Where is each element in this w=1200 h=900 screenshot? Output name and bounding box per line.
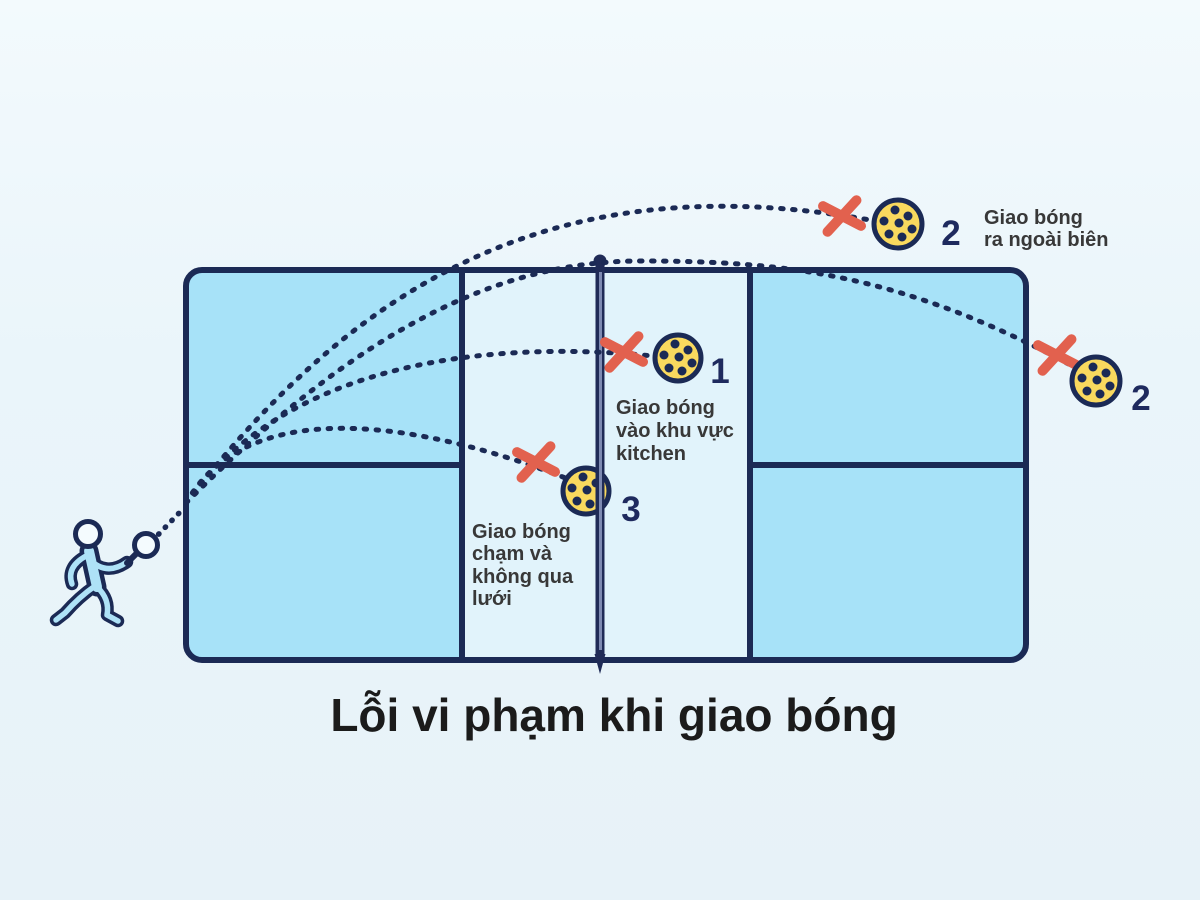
fault-number-kitchen: 1 <box>710 352 729 391</box>
fault-x-icon-out-top <box>818 195 866 237</box>
player-leg-left <box>53 583 98 623</box>
paddle-handle <box>124 550 140 566</box>
fault-label-line: chạm và <box>472 543 553 565</box>
player-leg-right <box>94 584 121 624</box>
fault-number-out-right: 2 <box>1131 379 1150 418</box>
fault-label-line: vào khu vực <box>616 420 734 442</box>
pickleball-icon-out-right <box>1069 354 1123 408</box>
ball-dots <box>879 205 917 242</box>
court-border <box>183 267 1029 663</box>
pickleball-icon-kitchen <box>652 332 704 384</box>
paddle-icon <box>132 531 160 559</box>
diagram-title: Lỗi vi phạm khi giao bóng <box>330 689 897 741</box>
serve-trajectory-out-top <box>183 203 873 506</box>
fault-x-icon-kitchen <box>600 331 648 373</box>
serve-trajectory-kitchen <box>183 348 656 506</box>
ball-dots <box>1077 362 1115 399</box>
serve-trajectories <box>149 203 1079 544</box>
pickleball-icon-out-top <box>871 197 925 251</box>
net <box>593 254 607 674</box>
ball-dots <box>659 339 697 376</box>
serve-trajectory-out-right <box>183 258 1079 506</box>
fault-x-icon-out-right <box>1033 334 1081 376</box>
fault-label-line: không qua <box>472 566 574 588</box>
player-figure <box>49 519 160 628</box>
fault-label-kitchen: Giao bóng vào khu vực kitchen <box>616 397 734 465</box>
fault-label-line: ra ngoài biên <box>984 229 1108 251</box>
pickleball-court <box>183 267 1029 663</box>
fault-label-net: Giao bóng chạm và không qua lưới <box>472 521 574 610</box>
serve-trajectory-net <box>183 425 571 506</box>
fault-label-line: Giao bóng <box>984 207 1083 229</box>
fault-label-out-top: Giao bóng ra ngoài biên <box>984 207 1108 251</box>
player-arm-right <box>85 555 130 572</box>
fault-label-line: kitchen <box>616 443 686 465</box>
fault-x-icon-net <box>512 441 560 483</box>
fault-number-net: 3 <box>621 490 640 529</box>
fault-number-out-top: 2 <box>941 214 960 253</box>
kitchen-zone <box>462 273 750 657</box>
ball-toss-dots <box>149 506 186 544</box>
fault-label-line: Giao bóng <box>472 521 571 543</box>
player-arm-left <box>67 553 89 587</box>
player-head <box>73 519 103 549</box>
fault-label-line: Giao bóng <box>616 397 715 419</box>
net-tip <box>594 654 606 674</box>
fault-label-line: lưới <box>472 588 512 610</box>
